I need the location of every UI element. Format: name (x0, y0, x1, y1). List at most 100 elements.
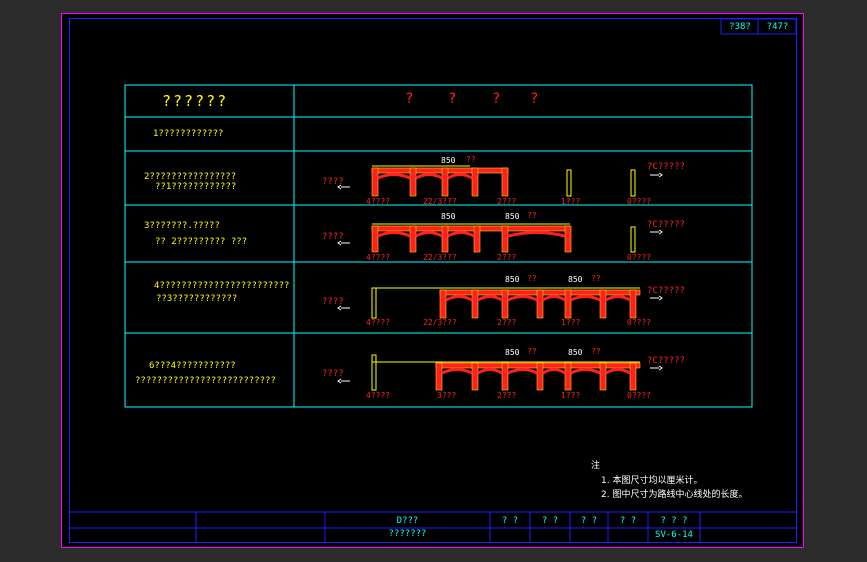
pier (501, 362, 509, 391)
pier (564, 362, 572, 391)
arrow-label-left: ???? (322, 297, 344, 307)
arch-haunch (441, 368, 473, 375)
arrow-label-left: ???? (322, 369, 344, 379)
dim-850: 850 (505, 348, 520, 357)
label-4: 4???? (366, 253, 391, 262)
table-header-right-3: ? (492, 91, 501, 107)
arch-haunch (507, 295, 538, 302)
arch-haunch (447, 231, 475, 238)
arch-haunch (570, 295, 601, 302)
pier (441, 225, 449, 253)
drawing-title-line-2: ??????? (388, 529, 427, 539)
label-2: 2??? (497, 391, 517, 400)
table-header-right-4: ? (530, 91, 539, 107)
table-header-right-1: ? (405, 91, 414, 107)
label-2: 2??? (497, 197, 517, 206)
arrow-label-right: ?C????? (647, 356, 685, 366)
pier (471, 167, 479, 197)
pier (629, 289, 637, 319)
arch-haunch (542, 295, 566, 302)
pier (441, 167, 449, 197)
label-4: 4???? (366, 391, 391, 400)
row-2-text-line-2: ??1???????????? (155, 182, 237, 192)
tunnel-sections (337, 165, 663, 391)
end-post (566, 169, 572, 197)
arrow-label-left: ???? (322, 177, 344, 187)
title-cell-2: ? ? (541, 516, 559, 526)
arch-haunch (415, 173, 443, 180)
arrow-left-icon (337, 240, 350, 246)
label-22-3: 22/3??? (423, 318, 457, 327)
dim-850: 850 (505, 212, 520, 221)
arrow-left-icon (337, 184, 350, 190)
label-1: 1??? (561, 197, 581, 206)
row-6-text-line-2: ?????????????????????????? (135, 376, 276, 386)
label-1: 1??? (561, 391, 581, 400)
dim-850: 850 (441, 156, 456, 165)
drawing-frame (69, 18, 797, 543)
arrow-right-icon (650, 229, 663, 235)
label-0: 0???? (627, 391, 652, 400)
deck-slab (371, 225, 571, 232)
pier (471, 362, 479, 391)
arrow-right-icon (650, 172, 663, 178)
dim-label: ?? (466, 155, 476, 164)
label-3: 3??? (437, 391, 457, 400)
pier (599, 289, 607, 319)
arrow-left-icon (337, 305, 350, 311)
end-post (630, 226, 636, 253)
dim-850: 850 (505, 275, 520, 284)
drawing-number: SV-6-14 (655, 530, 693, 540)
pier (501, 167, 509, 197)
arch-haunch (605, 368, 631, 375)
row-6-text-line-1: 6???4??????????? (149, 361, 236, 371)
page-number-current: ?38? (729, 22, 751, 32)
notes-item-1: 1. 本图尺寸均以厘米计。 (601, 476, 703, 486)
pier (599, 362, 607, 391)
label-0: 0???? (627, 318, 652, 327)
arrow-left-icon (337, 378, 350, 384)
dim-850: 850 (441, 212, 456, 221)
arch-haunch (447, 173, 473, 180)
dim-label: ?? (527, 274, 537, 283)
title-cell-5: ? ? ? (660, 516, 688, 526)
table-header-right-2: ? (448, 91, 457, 107)
arch-haunch (507, 231, 566, 238)
pier (371, 167, 379, 197)
arch-haunch (477, 368, 503, 375)
label-22-3: 22/3??? (423, 253, 457, 262)
title-block-grid (69, 511, 797, 543)
arrow-label-right: ?C????? (647, 220, 685, 230)
title-cell-1: ? ? (501, 516, 519, 526)
pier (439, 289, 447, 319)
arch-haunch (415, 231, 443, 238)
arch-haunch (477, 295, 503, 302)
dim-850: 850 (568, 348, 583, 357)
row-3-text-line-2: ?? 2????????? ??? (155, 237, 248, 247)
row-2-text-line-1: 2???????????????? (144, 172, 237, 182)
dim-label: ?? (591, 274, 601, 283)
arrow-right-icon (650, 295, 663, 301)
pier (536, 289, 544, 319)
drawing-sheet (61, 13, 804, 548)
label-2: 2??? (497, 318, 517, 327)
arch-haunch (542, 368, 566, 375)
pier (409, 225, 417, 253)
pier (371, 225, 379, 253)
row-1-text: 1???????????? (153, 129, 224, 139)
arch-haunch (507, 368, 538, 375)
deck-slab (371, 167, 509, 174)
label-22-3: 22/3??? (423, 197, 457, 206)
title-cell-4: ? ? (619, 516, 637, 526)
drawing-title-line-1: D??? (396, 516, 419, 526)
arch-haunch (570, 368, 601, 375)
pier (409, 167, 417, 197)
pier (435, 362, 443, 391)
table-header-left: ?????? (162, 92, 229, 110)
dim-850: 850 (568, 275, 583, 284)
arch-haunch (377, 231, 411, 238)
arrow-label-left: ???? (322, 232, 344, 242)
arrow-right-icon (650, 365, 663, 371)
label-1: 1??? (561, 318, 581, 327)
row-4-text-line-2: ??3???????????? (156, 294, 238, 304)
